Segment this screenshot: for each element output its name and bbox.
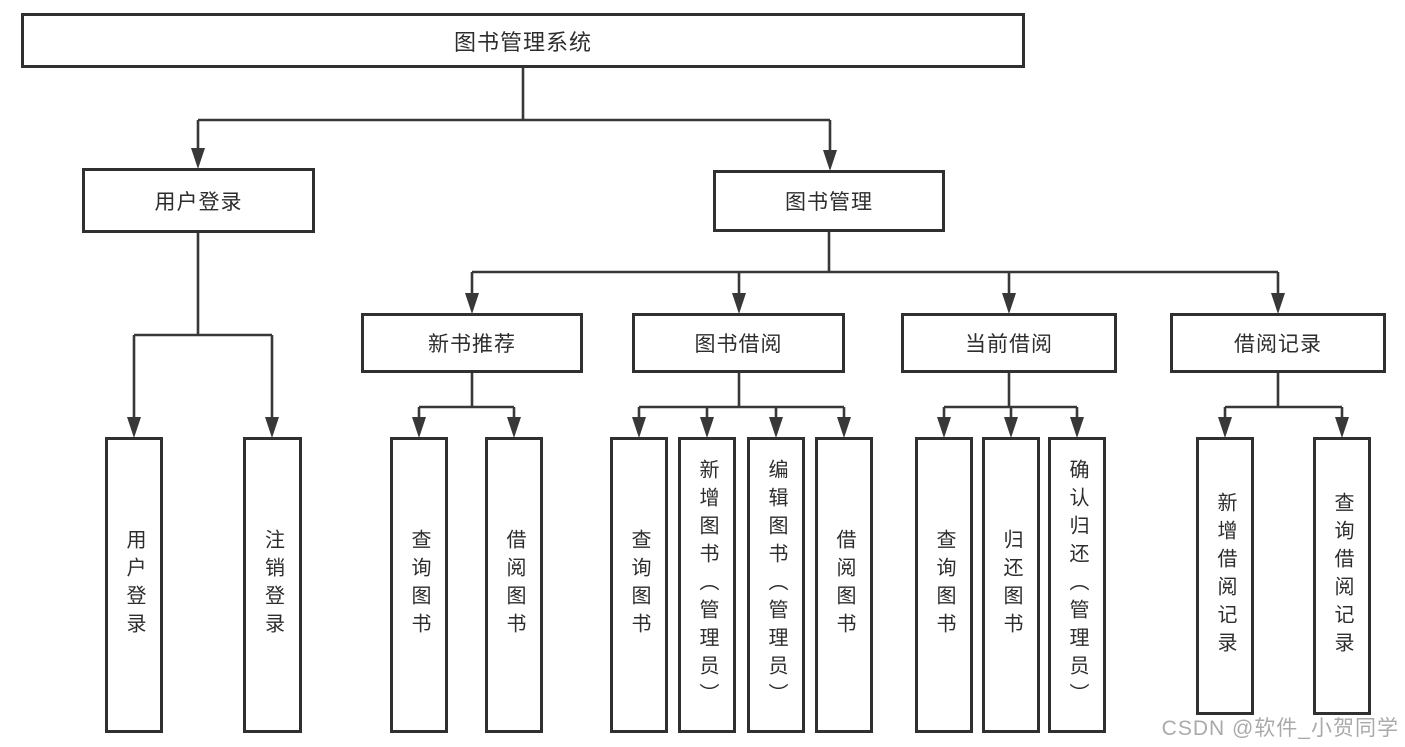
node-book-borrowing: 图书借阅	[632, 313, 845, 373]
node-current-borrowing: 当前借阅	[901, 313, 1117, 373]
leaf-query-books-current: 查询图书	[915, 437, 973, 733]
node-borrowing-records: 借阅记录	[1170, 313, 1386, 373]
leaf-add-borrow-record: 新增借阅记录	[1196, 437, 1254, 715]
leaf-borrow-books-recommend: 借阅图书	[485, 437, 543, 733]
leaf-query-books-borrowing: 查询图书	[610, 437, 668, 733]
leaf-user-login: 用户登录	[105, 437, 163, 733]
leaf-return-books: 归还图书	[982, 437, 1040, 733]
leaf-confirm-return-admin: 确认归还（管理员）	[1048, 437, 1106, 733]
csdn-watermark: CSDN @软件_小贺同学	[1161, 717, 1399, 740]
node-book-management: 图书管理	[713, 170, 945, 232]
leaf-borrow-books-borrowing: 借阅图书	[815, 437, 873, 733]
node-library-management-system: 图书管理系统	[21, 13, 1025, 68]
leaf-logout: 注销登录	[243, 437, 302, 733]
leaf-add-books-admin: 新增图书（管理员）	[678, 437, 736, 733]
node-user-login: 用户登录	[82, 168, 315, 233]
leaf-edit-books-admin: 编辑图书（管理员）	[747, 437, 805, 733]
node-new-book-recommendation: 新书推荐	[361, 313, 583, 373]
leaf-query-borrow-record: 查询借阅记录	[1313, 437, 1371, 715]
leaf-query-books-recommend: 查询图书	[390, 437, 448, 733]
